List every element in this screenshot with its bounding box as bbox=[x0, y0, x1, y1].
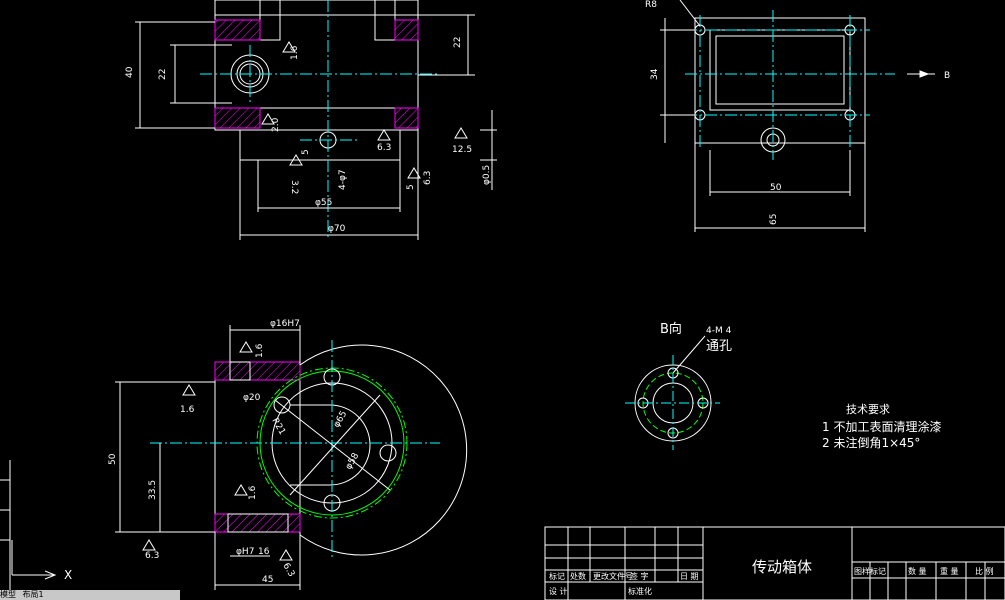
dim-50: 50 bbox=[770, 183, 782, 193]
bottom-left-view bbox=[115, 325, 468, 590]
rough-1-6: 1.6 bbox=[290, 45, 300, 60]
rough-1-6-a: 1.6 bbox=[255, 343, 265, 358]
dim-5a: 5 bbox=[301, 149, 311, 155]
rough-6-3-d: 6.3 bbox=[280, 562, 296, 579]
title-block-labels: 标记 处数 更改文件号 签 字 日 期 设 计 标准化 图样标记 数 量 重 量… bbox=[549, 566, 994, 596]
b-view-title: B向 bbox=[660, 321, 682, 337]
rough-6-3b: 6.3 bbox=[423, 171, 433, 185]
dim-34: 34 bbox=[650, 68, 660, 80]
tab-model[interactable]: 模型 bbox=[0, 590, 16, 599]
dim-phi0-5: φ0.5 bbox=[482, 165, 492, 185]
view-b-marker: B bbox=[944, 71, 950, 81]
hatch-top-flange bbox=[214, 361, 301, 381]
dim-45: 45 bbox=[262, 575, 273, 585]
hatch-bottom-right bbox=[394, 107, 419, 129]
rough-1-6-b: 1.6 bbox=[180, 405, 195, 415]
tb-tuyang: 图样标记 bbox=[854, 566, 886, 576]
dim-phi20: φ20 bbox=[243, 393, 261, 403]
dim-22a: 22 bbox=[158, 69, 168, 80]
title-block bbox=[544, 526, 1005, 600]
ucs-icon[interactable] bbox=[11, 540, 57, 580]
tb-shuliang: 数 量 bbox=[908, 566, 927, 576]
dim-r8: R8 bbox=[645, 0, 657, 10]
dim-r21: R21 bbox=[269, 417, 287, 437]
tab-layout1[interactable]: 布局1 bbox=[22, 590, 44, 599]
dim-phi70: φ70 bbox=[328, 224, 346, 234]
dim-phi16h7: φ16H7 bbox=[270, 319, 300, 329]
dim-50b: 50 bbox=[108, 453, 118, 465]
tech-req-item-1: 1 不加工表面清理涂漆 bbox=[822, 419, 941, 434]
tech-req-title: 技术要求 bbox=[846, 403, 890, 416]
tb-riqi: 日 期 bbox=[680, 572, 699, 581]
rough-3-2: 3.2 bbox=[289, 180, 299, 194]
dim-phi55: φ55 bbox=[315, 198, 332, 208]
left-border bbox=[0, 460, 11, 600]
dim-16: 16 bbox=[258, 547, 270, 557]
top-right-dims: R8 34 50 65 B bbox=[645, 0, 950, 225]
hatch-top-right bbox=[394, 19, 419, 41]
tech-req-item-2: 2 未注倒角1×45° bbox=[822, 435, 920, 450]
top-left-dims: 40 22 22 1.6 2.0 3.2 5 6.3 4-φ7 5 6.3 12… bbox=[125, 37, 492, 234]
part-name: 传动箱体 bbox=[752, 558, 812, 576]
tb-biaozhunhua: 标准化 bbox=[628, 586, 652, 596]
dim-22b: 22 bbox=[453, 37, 463, 48]
dim-4-phi7: 4-φ7 bbox=[338, 169, 348, 190]
hatch-bottom-left bbox=[214, 107, 261, 129]
rough-2-0: 2.0 bbox=[271, 117, 281, 132]
dim-5b: 5 bbox=[406, 184, 416, 190]
dim-phi65: φ65 bbox=[332, 409, 349, 429]
dim-40: 40 bbox=[125, 66, 135, 78]
tb-zhongliang: 重 量 bbox=[940, 566, 959, 576]
b-view-note-bottom: 通孔 bbox=[706, 339, 732, 354]
dim-phi58: φ58 bbox=[344, 451, 361, 471]
top-left-view bbox=[135, 0, 497, 240]
b-view bbox=[625, 335, 720, 450]
top-right-view bbox=[660, 0, 935, 232]
b-view-note-top: 4-M 4 bbox=[706, 326, 732, 336]
tb-genggai: 更改文件号 bbox=[593, 571, 633, 581]
rough-6-3a: 6.3 bbox=[377, 143, 391, 153]
dim-phih7: φH7 bbox=[236, 547, 254, 557]
hatch-top-left bbox=[214, 19, 261, 41]
layout-tabs: 模型 布局1 bbox=[0, 590, 180, 600]
tb-chushu: 处数 bbox=[570, 571, 586, 581]
tb-qianzi: 签 字 bbox=[630, 571, 649, 581]
tb-sheji: 设 计 bbox=[549, 586, 568, 596]
rough-6-3-c: 6.3 bbox=[145, 551, 159, 561]
tech-requirements: 技术要求 1 不加工表面清理涂漆 2 未注倒角1×45° bbox=[822, 403, 941, 450]
tb-bili: 比 例 bbox=[975, 566, 994, 576]
dim-33-5: 33.5 bbox=[148, 480, 158, 500]
dim-65: 65 bbox=[769, 214, 779, 225]
tb-biaoji: 标记 bbox=[549, 571, 565, 581]
rough-12-5: 12.5 bbox=[452, 145, 472, 155]
rough-1-6-c: 1.6 bbox=[248, 485, 258, 500]
ucs-axis-x: X bbox=[64, 568, 72, 582]
